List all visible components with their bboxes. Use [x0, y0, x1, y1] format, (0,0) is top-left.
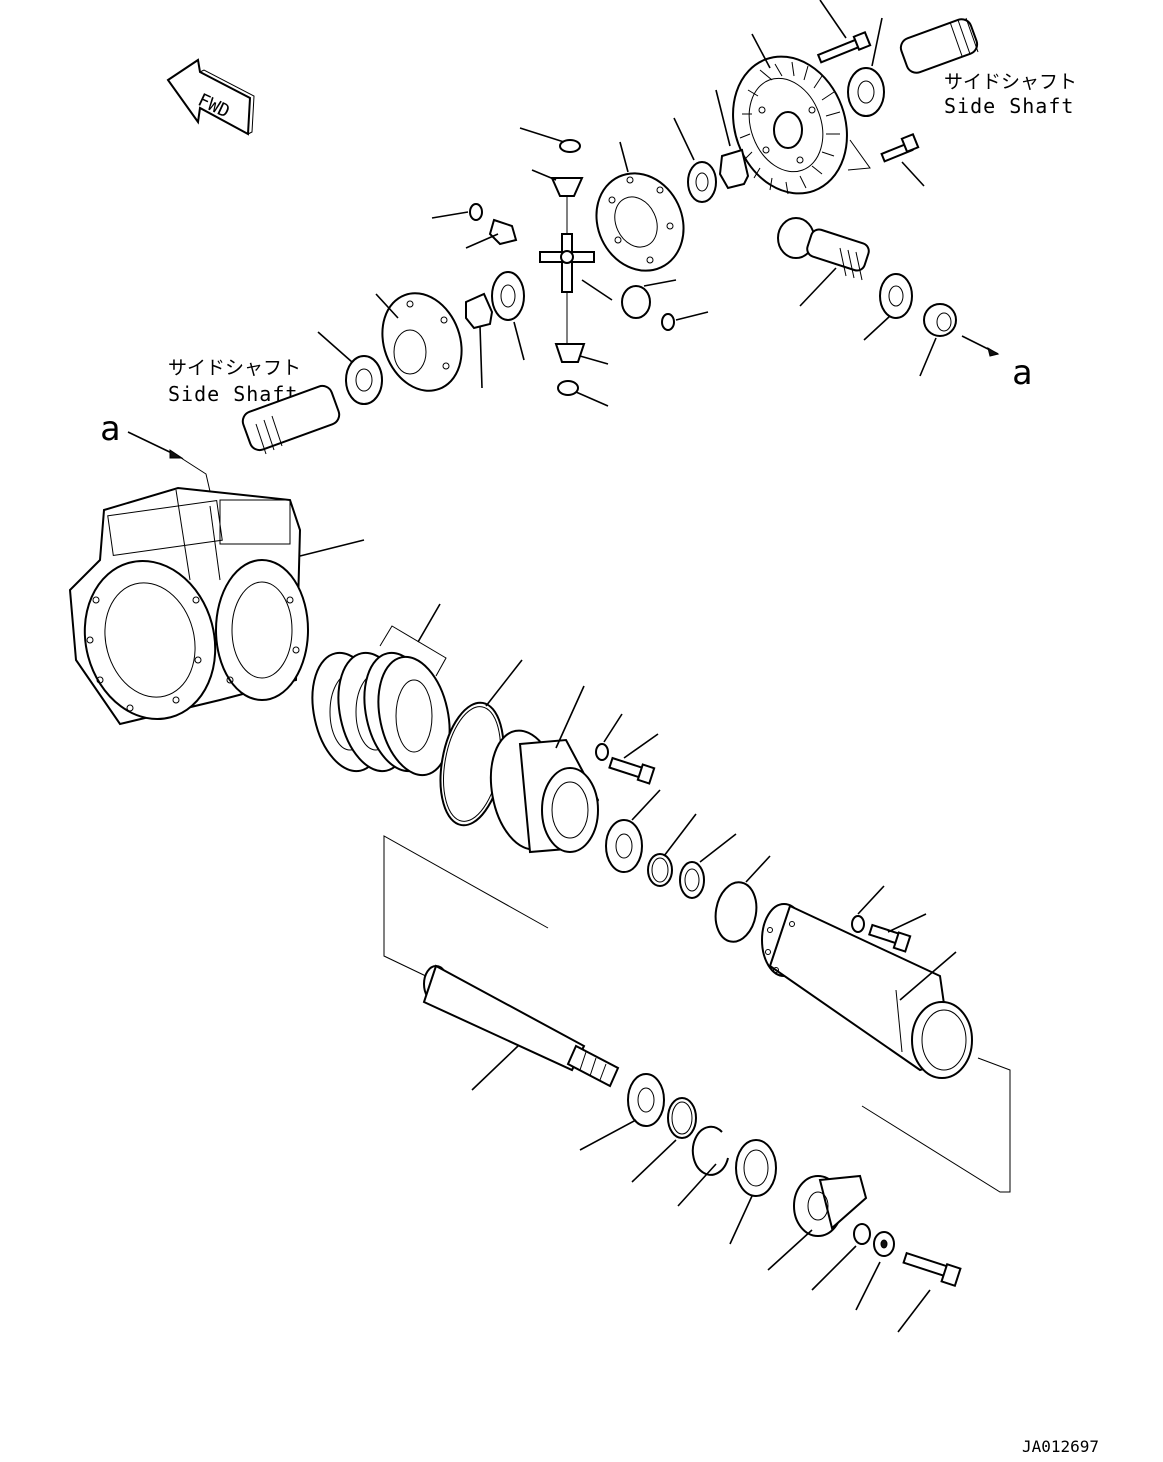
lock-nut	[679, 861, 705, 899]
washer-small-2	[851, 915, 865, 933]
o-ring-small	[714, 881, 758, 943]
outer-bearing	[605, 819, 643, 873]
side-gear-left	[491, 271, 525, 321]
bearing-left	[345, 355, 383, 405]
spider-pinion-top	[550, 177, 584, 234]
tube-bolt	[868, 923, 912, 953]
ring-gear-bolt-lower	[880, 132, 920, 163]
spider-pinion-right	[621, 285, 651, 319]
output-yoke	[793, 1174, 868, 1237]
drawing-id: JA012697	[1022, 1437, 1099, 1456]
hub-bearing	[627, 1073, 665, 1127]
ref-a-right: a	[1012, 353, 1032, 393]
flat-washer	[873, 1231, 895, 1257]
ref-a-left: a	[100, 409, 120, 449]
spider-pinion-bottom	[554, 292, 586, 363]
spider-pinion-left	[488, 218, 518, 246]
washer-small-1	[595, 743, 609, 761]
ring-gear	[732, 55, 848, 195]
side-gear-right	[687, 161, 717, 203]
pinion-spacer	[923, 303, 957, 337]
snap-ring-2	[667, 1097, 697, 1139]
snap-ring-1	[647, 853, 673, 887]
shim-stack	[311, 651, 451, 777]
differential-case-left	[381, 292, 463, 392]
axle-tube	[761, 903, 973, 1079]
side-shaft-top	[899, 17, 979, 74]
o-ring-tiny	[853, 1223, 871, 1245]
drive-pinion	[777, 217, 870, 281]
side-shaft-top-jp: サイドシャフト	[944, 71, 1077, 93]
spider-washer-top	[559, 139, 581, 153]
ring-gear-bolt-upper	[816, 30, 872, 64]
retaining-ring	[691, 1125, 729, 1176]
bearing-top-right	[847, 67, 885, 117]
cage-bolt	[608, 756, 656, 785]
bearing-cage	[489, 729, 600, 854]
side-shaft-left	[241, 384, 341, 455]
spider-washer-left	[469, 203, 483, 221]
oil-seal	[735, 1139, 777, 1197]
axle-shaft	[422, 964, 620, 1088]
side-shaft-left-jp: サイドシャフト	[168, 357, 301, 379]
differential-case-right	[595, 172, 685, 272]
pinion-bearing	[879, 273, 913, 319]
yoke-bolt	[902, 1251, 962, 1287]
thrust-washer-right	[718, 148, 750, 190]
thrust-washer-left	[465, 292, 494, 330]
spider-washer-right	[661, 313, 675, 331]
side-shaft-top-en: Side Shaft	[944, 94, 1074, 118]
axle-housing	[68, 486, 309, 726]
spider-washer-bottom	[557, 380, 579, 396]
fwd-arrow-icon: FWD	[166, 58, 255, 136]
